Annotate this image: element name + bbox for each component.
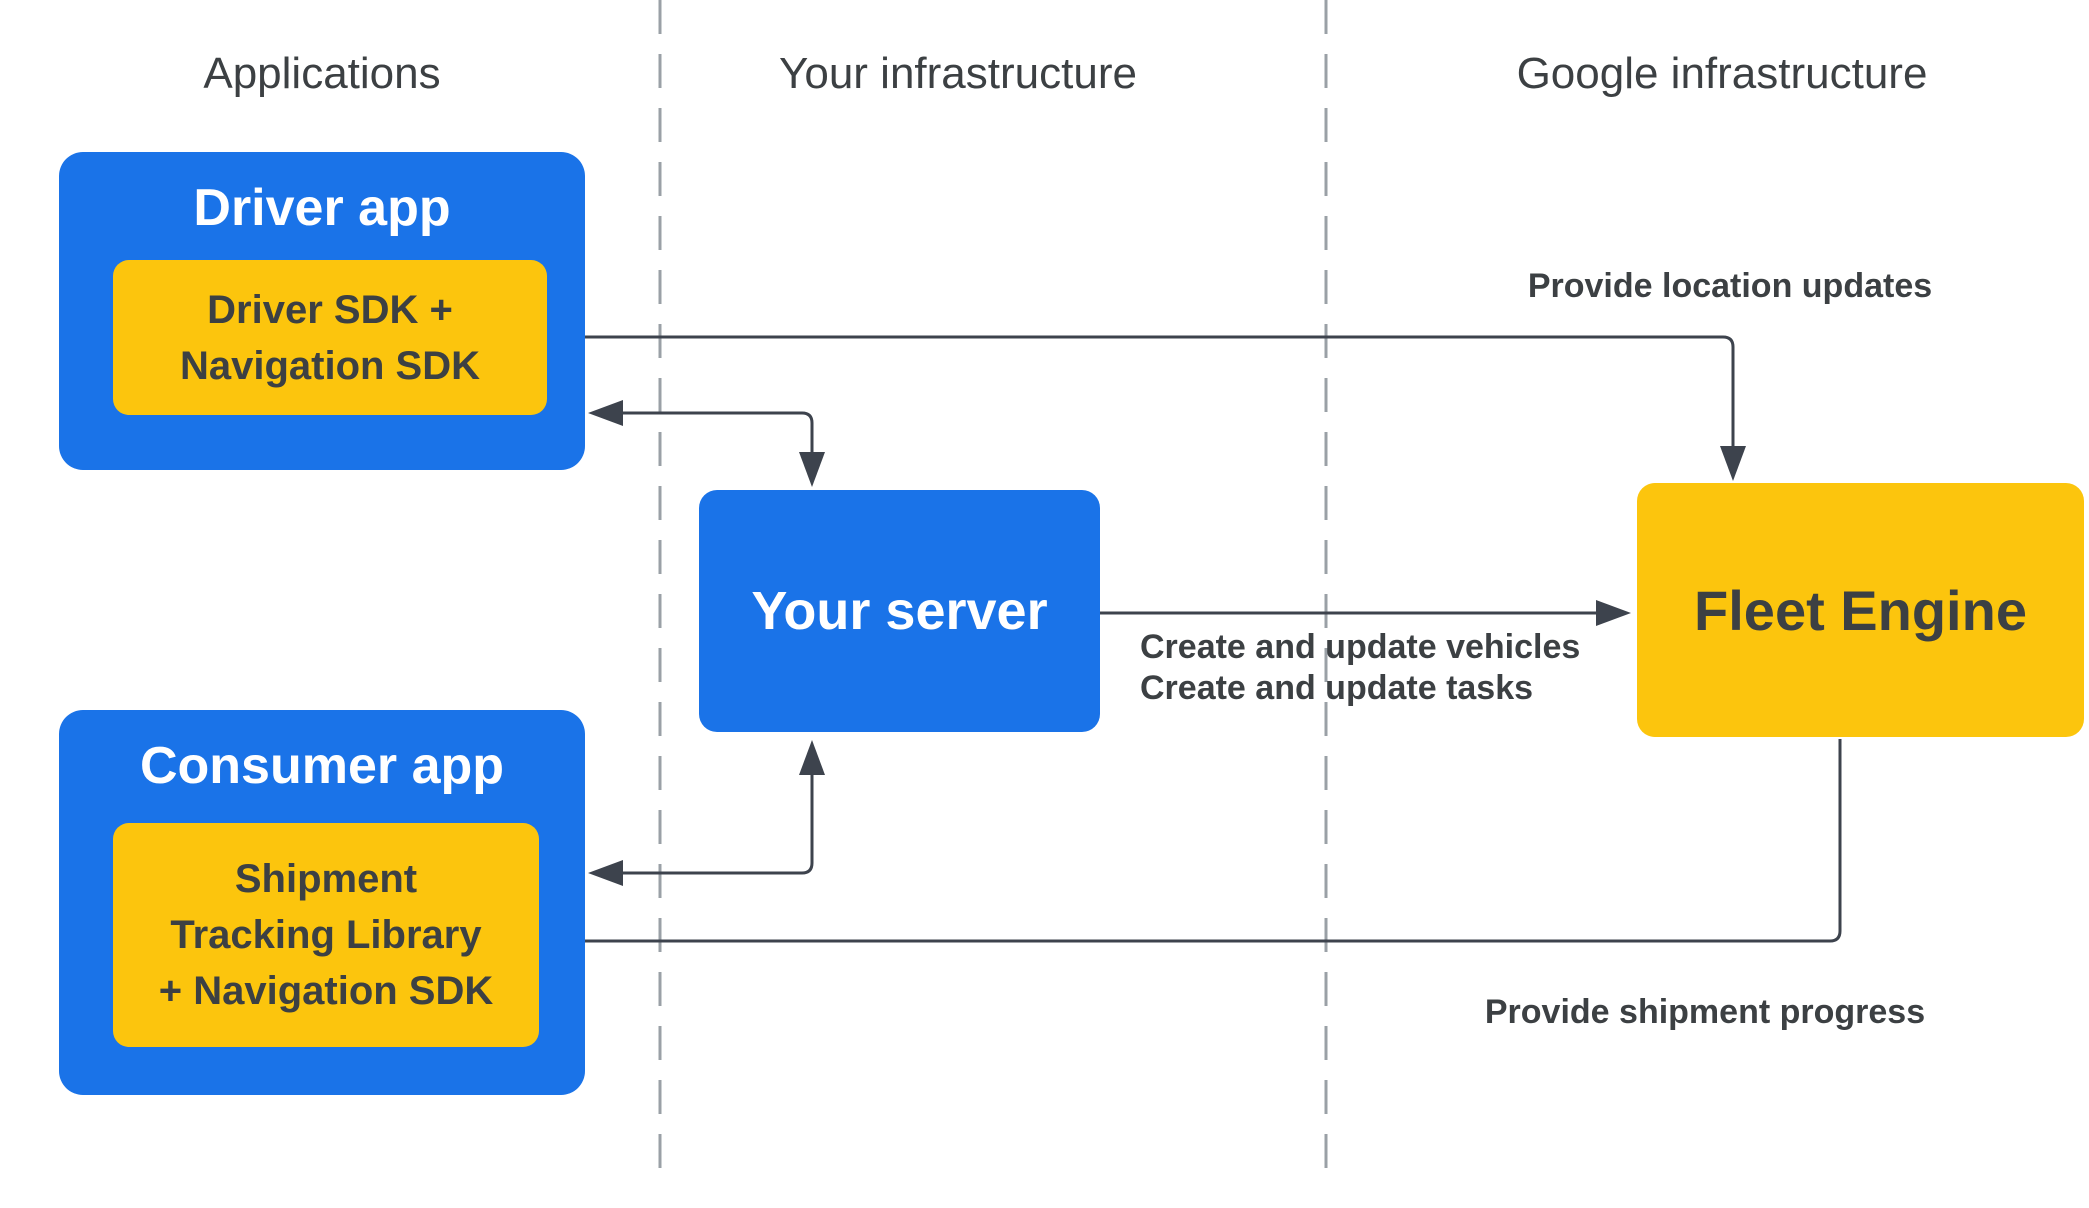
- edge-driver-app-your-server: [621, 411, 814, 454]
- shipment-lib-line-2: Tracking Library: [170, 913, 482, 957]
- driver-sdk-line-2: Navigation SDK: [179, 343, 481, 388]
- edge-your-server-consumer-app: [621, 773, 814, 875]
- your-server-title: Your server: [751, 581, 1048, 641]
- shipment-lib-line-1: Shipment: [234, 857, 418, 901]
- arrowhead-into-driver-app: [588, 400, 623, 426]
- edge-label-create-update: Create and update vehicles Create and up…: [1140, 627, 1580, 709]
- fleet-engine-title: Fleet Engine: [1694, 578, 2027, 642]
- driver-sdk-line-1: Driver SDK +: [207, 287, 453, 332]
- node-your-server: Your server: [699, 490, 1100, 732]
- column-header-your-infrastructure: Your infrastructure: [779, 49, 1137, 98]
- arrowhead-into-your-server-bottom: [799, 740, 825, 775]
- driver-app-title: Driver app: [193, 179, 451, 237]
- node-driver-sdk: Driver SDK + Navigation SDK: [113, 260, 547, 415]
- arrowhead-into-your-server-top: [799, 452, 825, 487]
- node-driver-app: Driver app Driver SDK + Navigation SDK: [59, 152, 585, 470]
- edge-fleet-engine-shipment-lib: [578, 739, 1842, 943]
- edge-driver-sdk-fleet-engine: [582, 335, 1735, 448]
- edge-label-create-update-vehicles: Create and update vehicles: [1140, 628, 1581, 666]
- edge-label-provide-location-updates: Provide location updates: [1527, 267, 1933, 305]
- node-fleet-engine: Fleet Engine: [1637, 483, 2084, 737]
- node-consumer-app: Consumer app Shipment Tracking Library +…: [59, 710, 585, 1095]
- shipment-lib-line-3: + Navigation SDK: [158, 969, 494, 1013]
- arrowhead-into-fleet-engine-top: [1720, 446, 1746, 481]
- arrowhead-into-consumer-app: [588, 860, 623, 886]
- column-header-google-infrastructure: Google infrastructure: [1516, 49, 1928, 98]
- arrowhead-into-fleet-engine-left: [1596, 600, 1631, 626]
- consumer-app-title: Consumer app: [139, 737, 505, 795]
- column-header-applications: Applications: [203, 49, 441, 98]
- edge-label-create-update-tasks: Create and update tasks: [1140, 669, 1534, 707]
- node-shipment-tracking-library: Shipment Tracking Library + Navigation S…: [113, 823, 539, 1047]
- edge-label-provide-shipment-progress: Provide shipment progress: [1484, 993, 1926, 1031]
